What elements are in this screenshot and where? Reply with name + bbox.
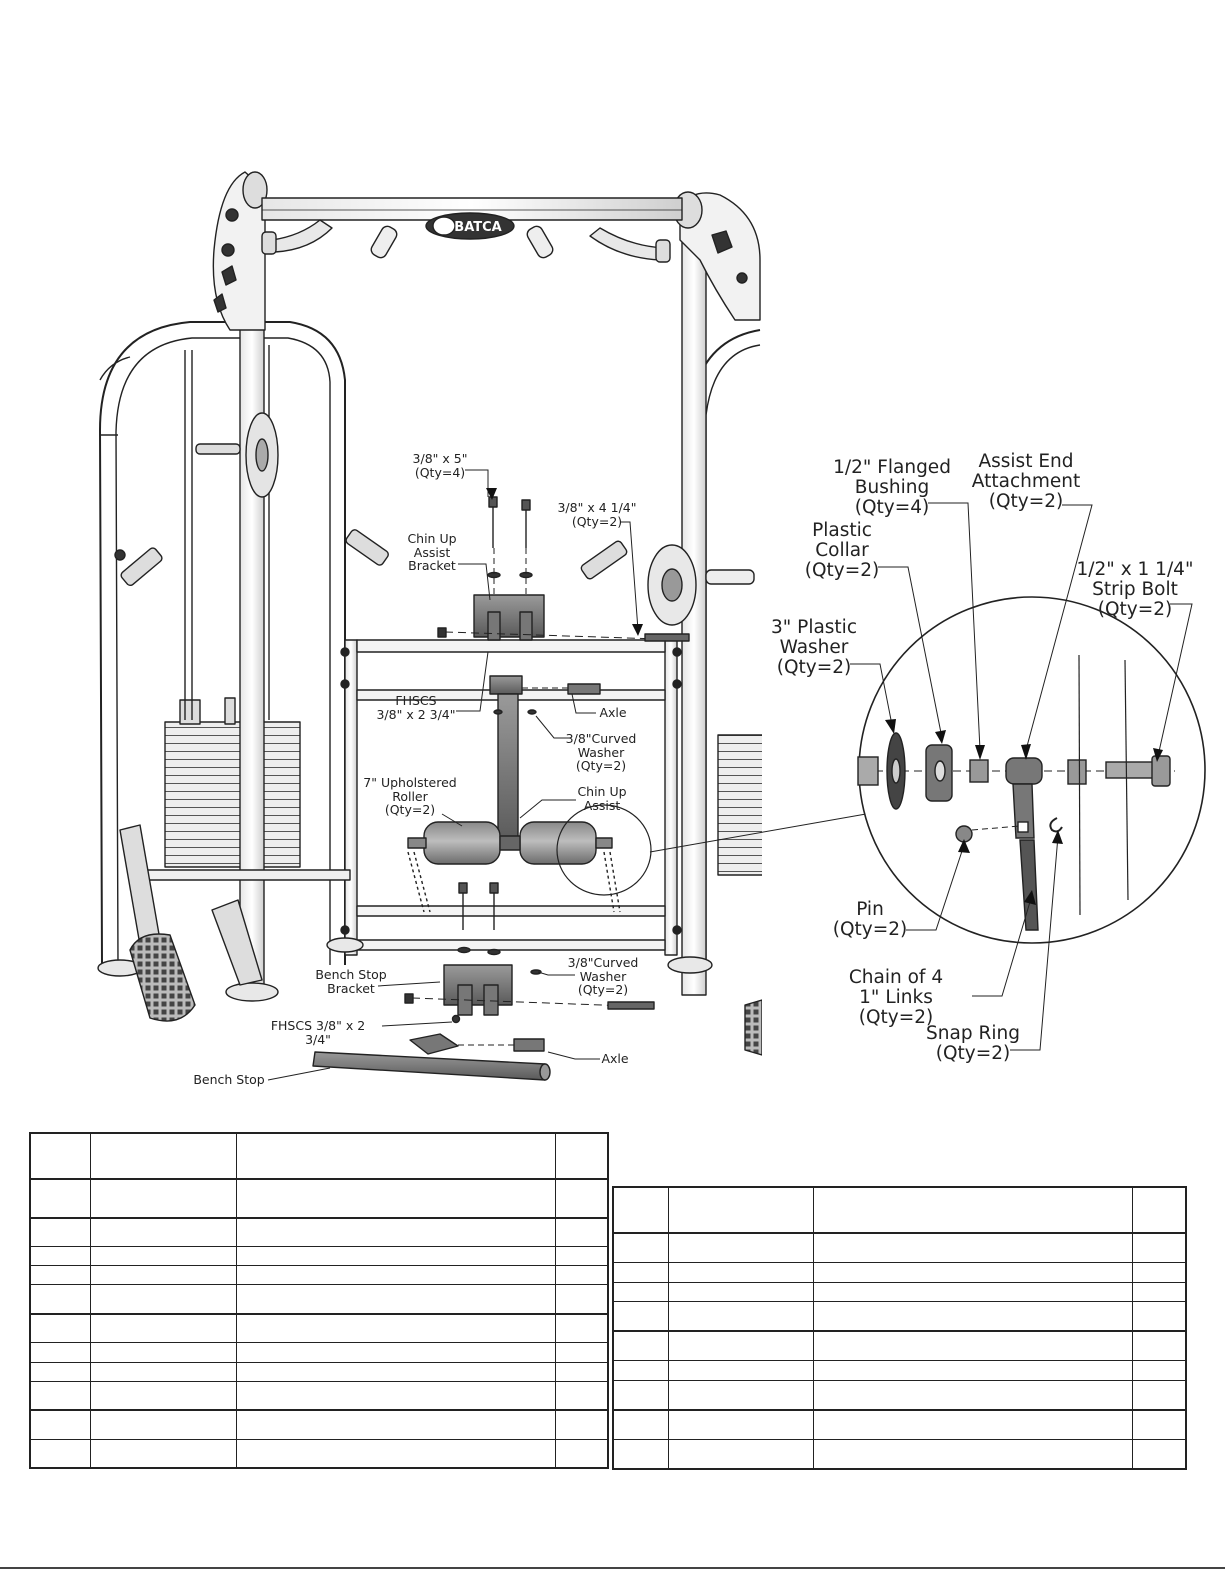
callout-bench-stop: Bench Stop <box>193 1072 265 1087</box>
table-row <box>612 1379 1187 1411</box>
exploded-assembly-diagram: BATCA <box>97 171 1206 1087</box>
table-row <box>612 1281 1187 1303</box>
table-row <box>29 1245 609 1267</box>
table-row <box>29 1217 609 1247</box>
callout-flanged-bushing: 1/2" Flanged Bushing (Qty=4) <box>833 457 951 518</box>
table-row <box>29 1380 609 1412</box>
callout-fhscs-upper: FHSCS 3/8" x 2 3/4" <box>376 693 456 722</box>
table-header-row <box>612 1186 1187 1234</box>
table-row <box>29 1284 609 1315</box>
header-cell <box>554 1132 609 1180</box>
callout-chain: Chain of 4 1" Links (Qty=2) <box>848 967 944 1028</box>
table-row <box>612 1262 1187 1283</box>
page-bottom-rule <box>0 1567 1225 1569</box>
parts-table-right <box>612 1186 1187 1470</box>
table-row <box>29 1265 609 1286</box>
header-cell <box>812 1186 1133 1234</box>
callout-strip-bolt: 1/2" x 1 1/4" Strip Bolt (Qty=2) <box>1076 559 1194 620</box>
table-row <box>29 1438 609 1469</box>
header-cell <box>89 1132 237 1180</box>
table-header-row <box>29 1132 609 1180</box>
callout-chin-up-assist-bracket: Chin Up Assist Bracket <box>407 531 457 573</box>
callout-axle-upper: Axle <box>599 705 627 720</box>
batca-logo-text: BATCA <box>454 220 501 235</box>
table-row <box>612 1330 1187 1362</box>
table-row <box>612 1232 1187 1263</box>
table-row <box>29 1409 609 1440</box>
callout-bolt-3-8-x-5: 3/8" x 5" (Qty=4) <box>412 451 468 480</box>
header-cell <box>667 1186 814 1234</box>
callout-curved-washer-upper: 3/8"Curved Washer (Qty=2) <box>565 731 637 773</box>
callout-bolt-3-8-x-4-1-4: 3/8" x 4 1/4" (Qty=2) <box>557 500 637 529</box>
table-row <box>612 1409 1187 1440</box>
parts-table-left <box>29 1132 609 1469</box>
table-row <box>612 1301 1187 1333</box>
diagram-drawing: BATCA <box>97 171 1206 1081</box>
callout-upholstered-roller: 7" Upholstered Roller (Qty=2) <box>363 775 457 817</box>
table-row <box>29 1342 609 1363</box>
table-row <box>612 1438 1187 1470</box>
table-row <box>29 1178 609 1219</box>
callout-plastic-collar: Plastic Collar (Qty=2) <box>804 520 880 581</box>
callout-fhscs-lower: FHSCS 3/8" x 2 3/4" <box>270 1018 366 1047</box>
header-cell <box>29 1132 91 1180</box>
callout-bench-stop-bracket: Bench Stop Bracket <box>315 967 387 996</box>
header-cell <box>612 1186 669 1234</box>
header-cell <box>235 1132 556 1180</box>
callout-pin: Pin (Qty=2) <box>832 899 908 940</box>
table-row <box>29 1313 609 1344</box>
table-row <box>612 1360 1187 1381</box>
callout-chin-up-assist: Chin Up Assist <box>577 784 627 813</box>
callout-axle-lower: Axle <box>601 1051 629 1066</box>
callout-assist-end-attachment: Assist End Attachment (Qty=2) <box>971 451 1081 512</box>
callout-snap-ring: Snap Ring (Qty=2) <box>926 1023 1020 1064</box>
callout-curved-washer-lower: 3/8"Curved Washer (Qty=2) <box>567 955 639 997</box>
callout-plastic-washer: 3" Plastic Washer (Qty=2) <box>771 617 857 678</box>
table-row <box>29 1361 609 1382</box>
header-cell <box>1131 1186 1187 1234</box>
